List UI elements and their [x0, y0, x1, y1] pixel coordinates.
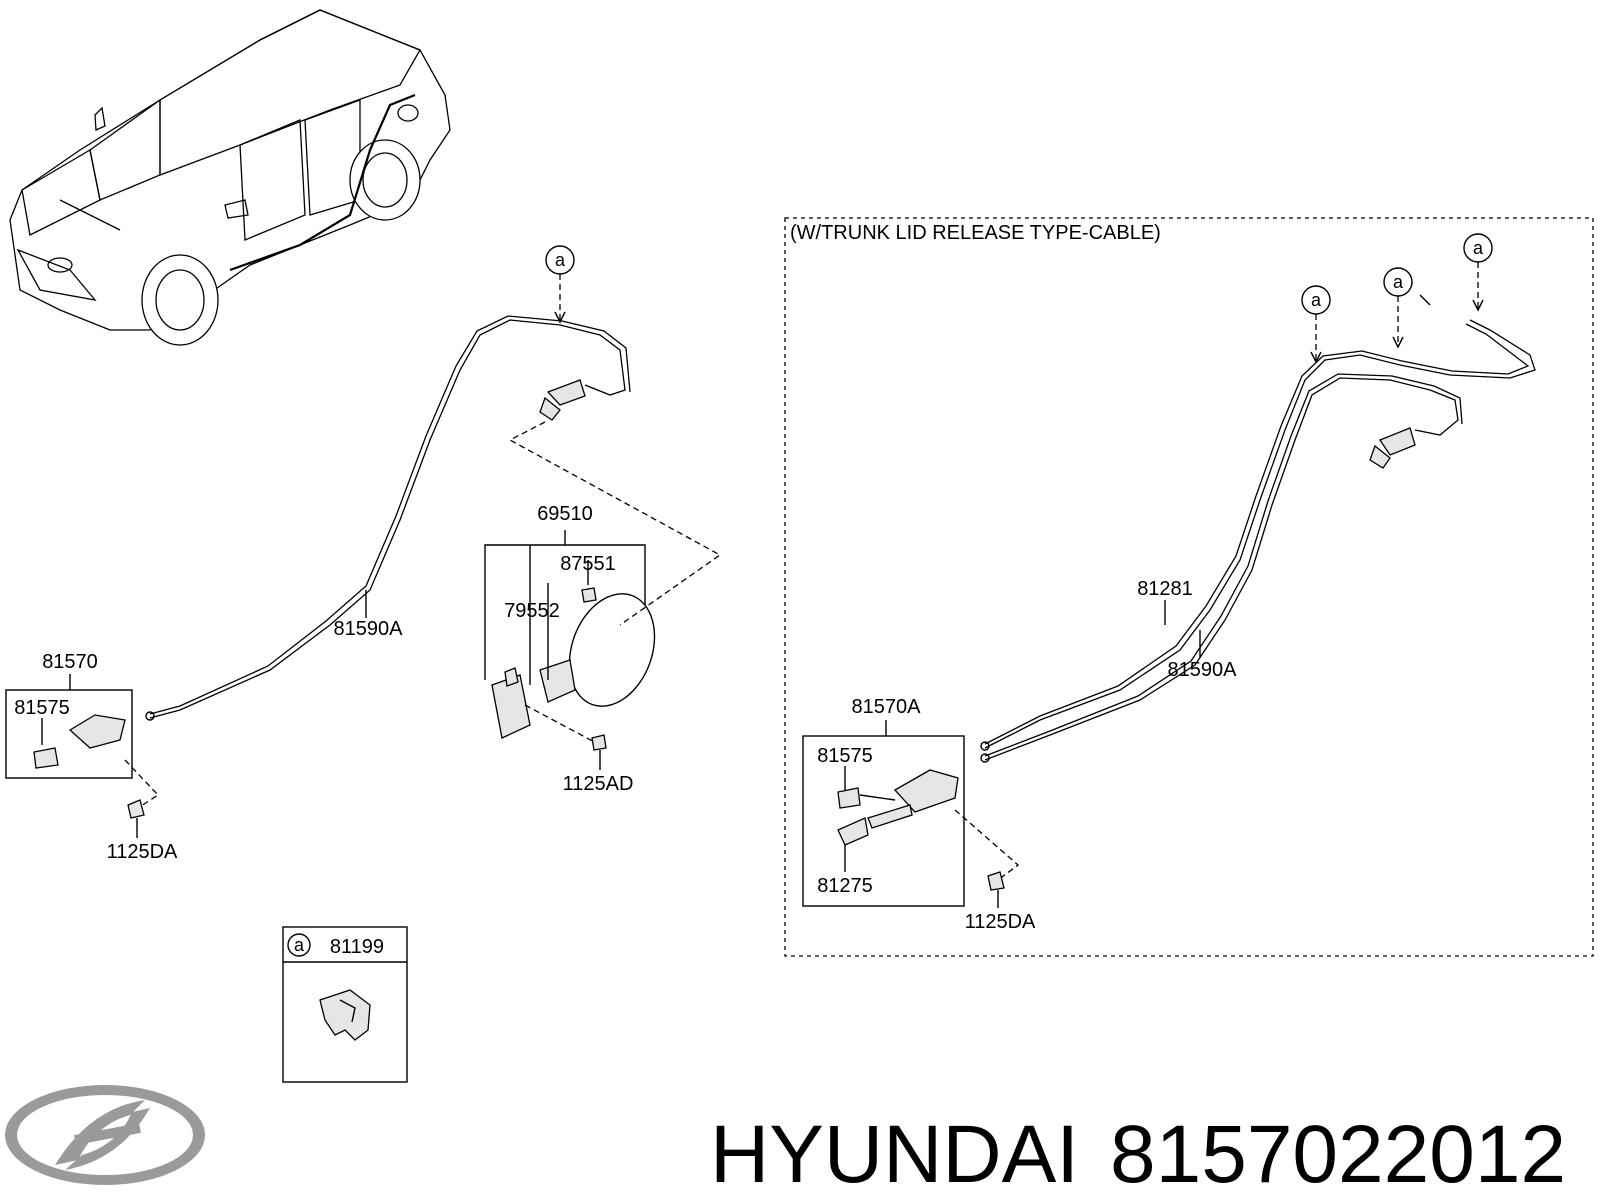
label-81590a-right: 81590A: [1168, 659, 1238, 681]
label-81281: 81281: [1137, 578, 1193, 600]
callout-letter: a: [1393, 272, 1404, 292]
fuel-lid-cable-81590a: a: [145, 245, 722, 721]
label-81575-left: 81575: [14, 697, 70, 719]
label-81570a: 81570A: [852, 696, 922, 718]
callout-letter: a: [1473, 238, 1484, 258]
label-1125ad: 1125AD: [563, 773, 634, 795]
label-1125da-right: 1125DA: [965, 911, 1036, 933]
callout-letter: a: [555, 250, 566, 270]
lock-box-81570: [5, 674, 160, 838]
brand-name: HYUNDAI: [710, 1109, 1079, 1200]
label-69510: 69510: [537, 503, 593, 525]
label-81275: 81275: [817, 875, 873, 897]
label-81570: 81570: [42, 651, 98, 673]
label-1125da-left: 1125DA: [107, 841, 178, 863]
callout-letter: a: [1311, 290, 1322, 310]
part-number: 8157022012: [1110, 1109, 1566, 1200]
label-81575-right: 81575: [817, 745, 873, 767]
trunk-release-section: a a a: [784, 217, 1594, 957]
label-87551: 87551: [560, 553, 616, 575]
part-labels: 69510 87551 79552 81590A 81570 81575 112…: [14, 222, 1237, 958]
fuel-filler-door-group: [484, 530, 656, 770]
label-81590a-left: 81590A: [334, 618, 404, 640]
clip-box-81199: a: [282, 926, 408, 1083]
car-illustration: [9, 9, 451, 346]
section-frame: [784, 217, 1594, 957]
label-81199: 81199: [330, 936, 384, 958]
section-title: (W/TRUNK LID RELEASE TYPE-CABLE): [790, 222, 1161, 244]
label-79552: 79552: [504, 600, 560, 622]
hyundai-logo-icon: [5, 1085, 205, 1185]
callout-letter: a: [294, 935, 305, 955]
